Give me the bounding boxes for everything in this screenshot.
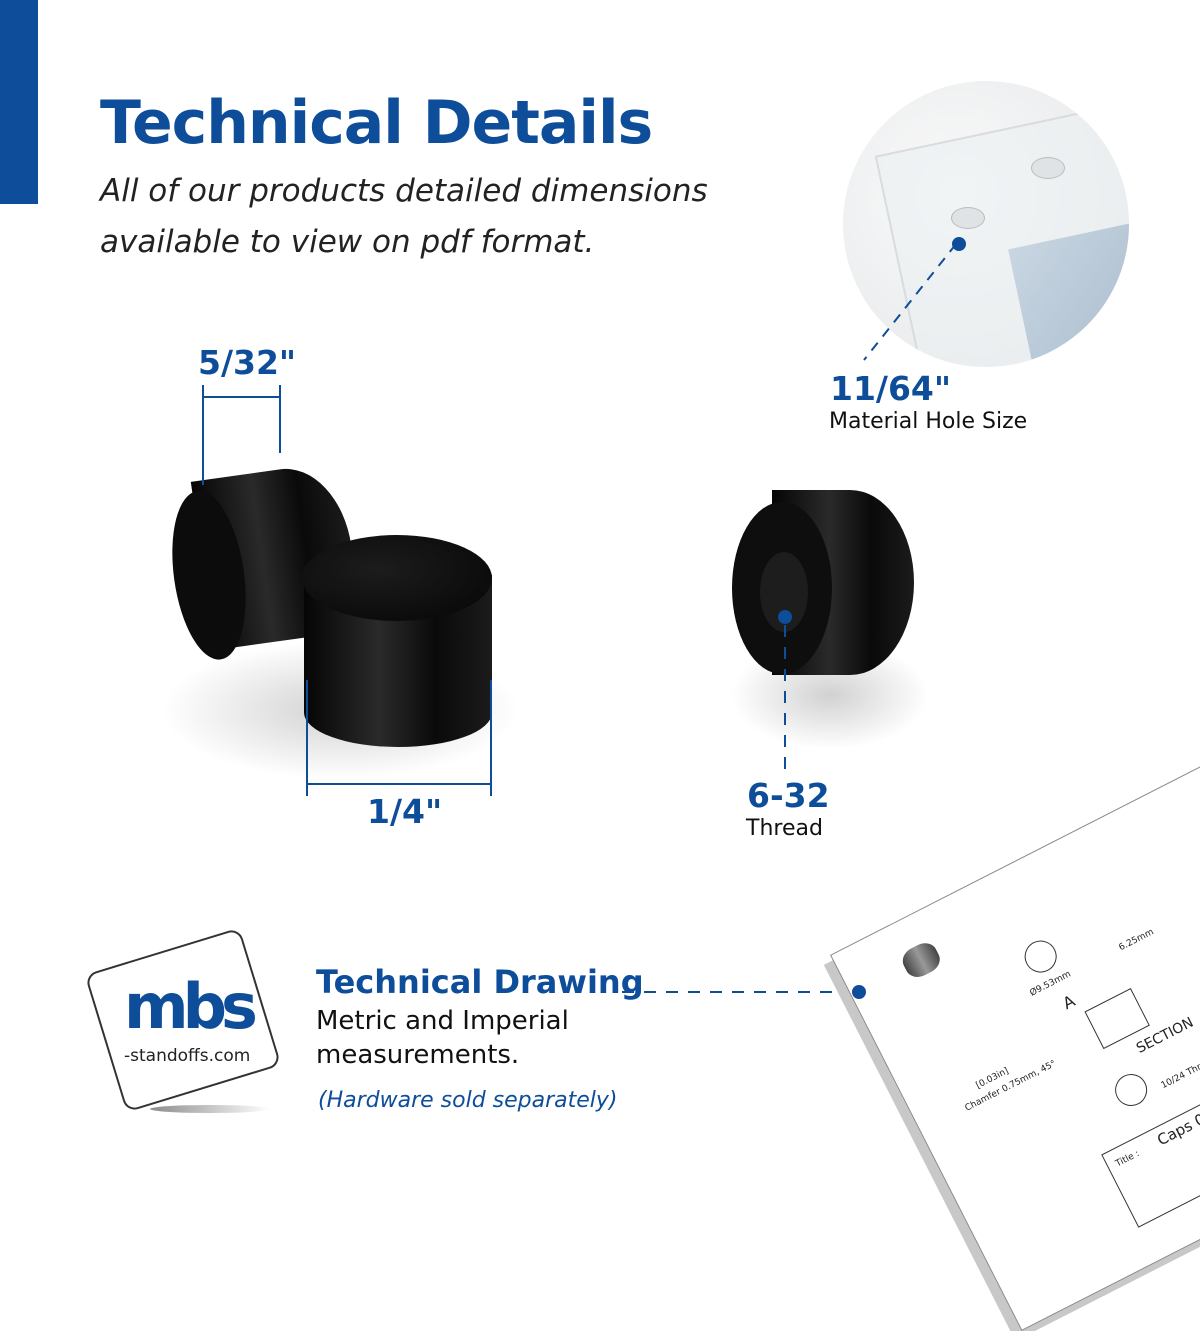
hardware-note: (Hardware sold separately) [318,1088,618,1113]
hole-size-value: 11/64" [830,369,952,408]
drawing-description-line-2: measurements. [316,1040,520,1070]
drawing-marker-dot [852,985,866,999]
sheet-thread-note: 10/24 Thread [1159,1054,1200,1092]
diameter-dimension-label: 1/4" [367,792,443,831]
hole-marker-dot [952,237,966,251]
height-dimension-label: 5/32" [198,343,297,382]
drawing-section-title: Technical Drawing [316,963,644,1001]
accent-bar [0,0,38,204]
logo-mark: mbs [124,970,258,1043]
mounted-cap-photo [843,81,1129,367]
page-title: Technical Details [100,88,653,158]
height-dimension-line [204,396,279,398]
subtitle-line-2: available to view on pdf format. [100,224,595,260]
hole-leader-line [863,243,957,361]
thread-marker-dot [778,610,792,624]
subtitle-line-1: All of our products detailed dimensions [100,173,708,209]
hole-size-label: Material Hole Size [829,409,1028,434]
section-marker: A [1059,991,1079,1014]
thread-leader-line [784,625,786,770]
drawing-leader-line [622,991,852,993]
sheet-title-label: Title : [1114,1148,1142,1170]
sheet-length: 6.25mm [1117,927,1156,954]
logo-domain: -standoffs.com [124,1046,251,1066]
sheet-title: Caps 038 [1154,1101,1200,1150]
thread-label: Thread [746,816,823,841]
diameter-dimension-line [308,783,490,785]
thread-value: 6-32 [747,776,830,815]
technical-drawing-sheet: Ø9.53mm 6.25mm A [0.03in] Chamfer 0.75mm… [830,699,1200,1331]
drawing-section-description: Metric and Imperial measurements. [316,1004,569,1072]
drawing-description-line-1: Metric and Imperial [316,1006,569,1036]
page-subtitle: All of our products detailed dimensions … [100,166,800,268]
